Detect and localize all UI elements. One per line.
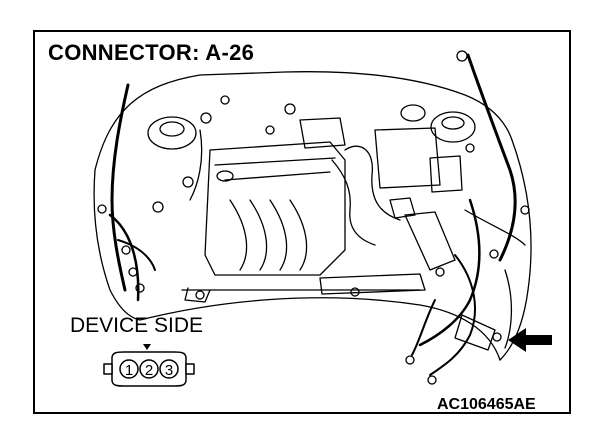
harness-left — [110, 83, 130, 292]
radiator-support — [319, 273, 426, 295]
left-strut-tower — [147, 116, 197, 150]
fuse-box — [374, 127, 441, 189]
harness-right — [466, 53, 517, 262]
device-side-label: DEVICE SIDE — [70, 314, 204, 337]
right-strut-tower — [430, 111, 476, 143]
engine-block — [204, 141, 346, 276]
pin-label-3: 3 — [165, 362, 173, 379]
pin-1 — [119, 359, 139, 379]
pin-3 — [159, 359, 179, 379]
front-bumper — [139, 297, 501, 361]
pin-2 — [139, 359, 159, 379]
pin-label-1: 1 — [125, 362, 133, 379]
connector-title: CONNECTOR: A-26 — [48, 40, 255, 65]
connector-key — [143, 344, 151, 350]
left-fender — [93, 169, 141, 321]
solid-arrow-left-icon — [508, 328, 552, 352]
air-intake — [344, 145, 401, 221]
figure-code: AC106465AE — [437, 396, 536, 413]
connector-pinout — [103, 344, 195, 387]
pin-label-2: 2 — [145, 362, 153, 379]
